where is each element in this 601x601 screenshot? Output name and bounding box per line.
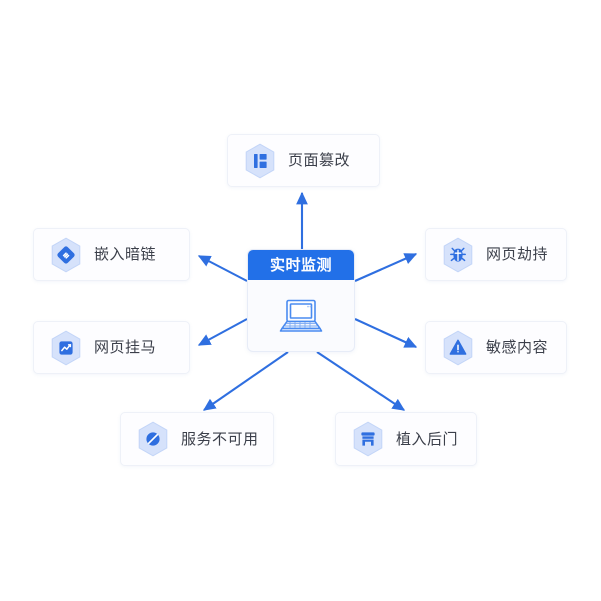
center-node-title: 实时监测 xyxy=(269,256,332,274)
node-label: 网页挂马 xyxy=(94,339,157,356)
center-node-body xyxy=(248,280,354,351)
link-icon xyxy=(50,237,82,273)
trend-chart-icon xyxy=(50,330,82,366)
edge-to-webpage-trojan xyxy=(197,318,248,346)
bug-icon xyxy=(442,237,474,273)
node-service-unavailable[interactable]: 服务不可用 xyxy=(120,412,274,466)
edge-to-sensitive-content xyxy=(354,318,418,348)
node-embedded-dark-link[interactable]: 嵌入暗链 xyxy=(33,228,190,281)
page-layout-icon xyxy=(244,143,276,179)
node-label: 嵌入暗链 xyxy=(94,246,157,263)
node-page-tamper[interactable]: 页面篡改 xyxy=(227,134,380,187)
node-label: 植入后门 xyxy=(396,430,459,448)
node-implanted-backdoor[interactable]: 植入后门 xyxy=(335,412,477,466)
node-label: 敏感内容 xyxy=(486,339,549,356)
node-webpage-trojan[interactable]: 网页挂马 xyxy=(33,321,190,374)
node-sensitive-content[interactable]: 敏感内容 xyxy=(425,321,567,374)
edge-to-service-unavailable xyxy=(202,351,289,411)
center-node[interactable]: 实时监测 xyxy=(247,249,355,352)
center-node-header: 实时监测 xyxy=(248,250,354,280)
prohibited-icon xyxy=(137,421,169,457)
edge-to-webpage-hijack xyxy=(354,253,418,282)
node-label: 页面篡改 xyxy=(288,152,351,169)
node-label: 服务不可用 xyxy=(181,430,259,448)
warning-triangle-icon xyxy=(442,330,474,366)
laptop-icon xyxy=(276,295,326,337)
edge-to-embedded-dark-link xyxy=(197,255,248,282)
node-webpage-hijack[interactable]: 网页劫持 xyxy=(425,228,567,281)
door-gate-icon xyxy=(352,421,384,457)
node-label: 网页劫持 xyxy=(486,246,549,263)
edge-to-implanted-backdoor xyxy=(316,351,406,411)
